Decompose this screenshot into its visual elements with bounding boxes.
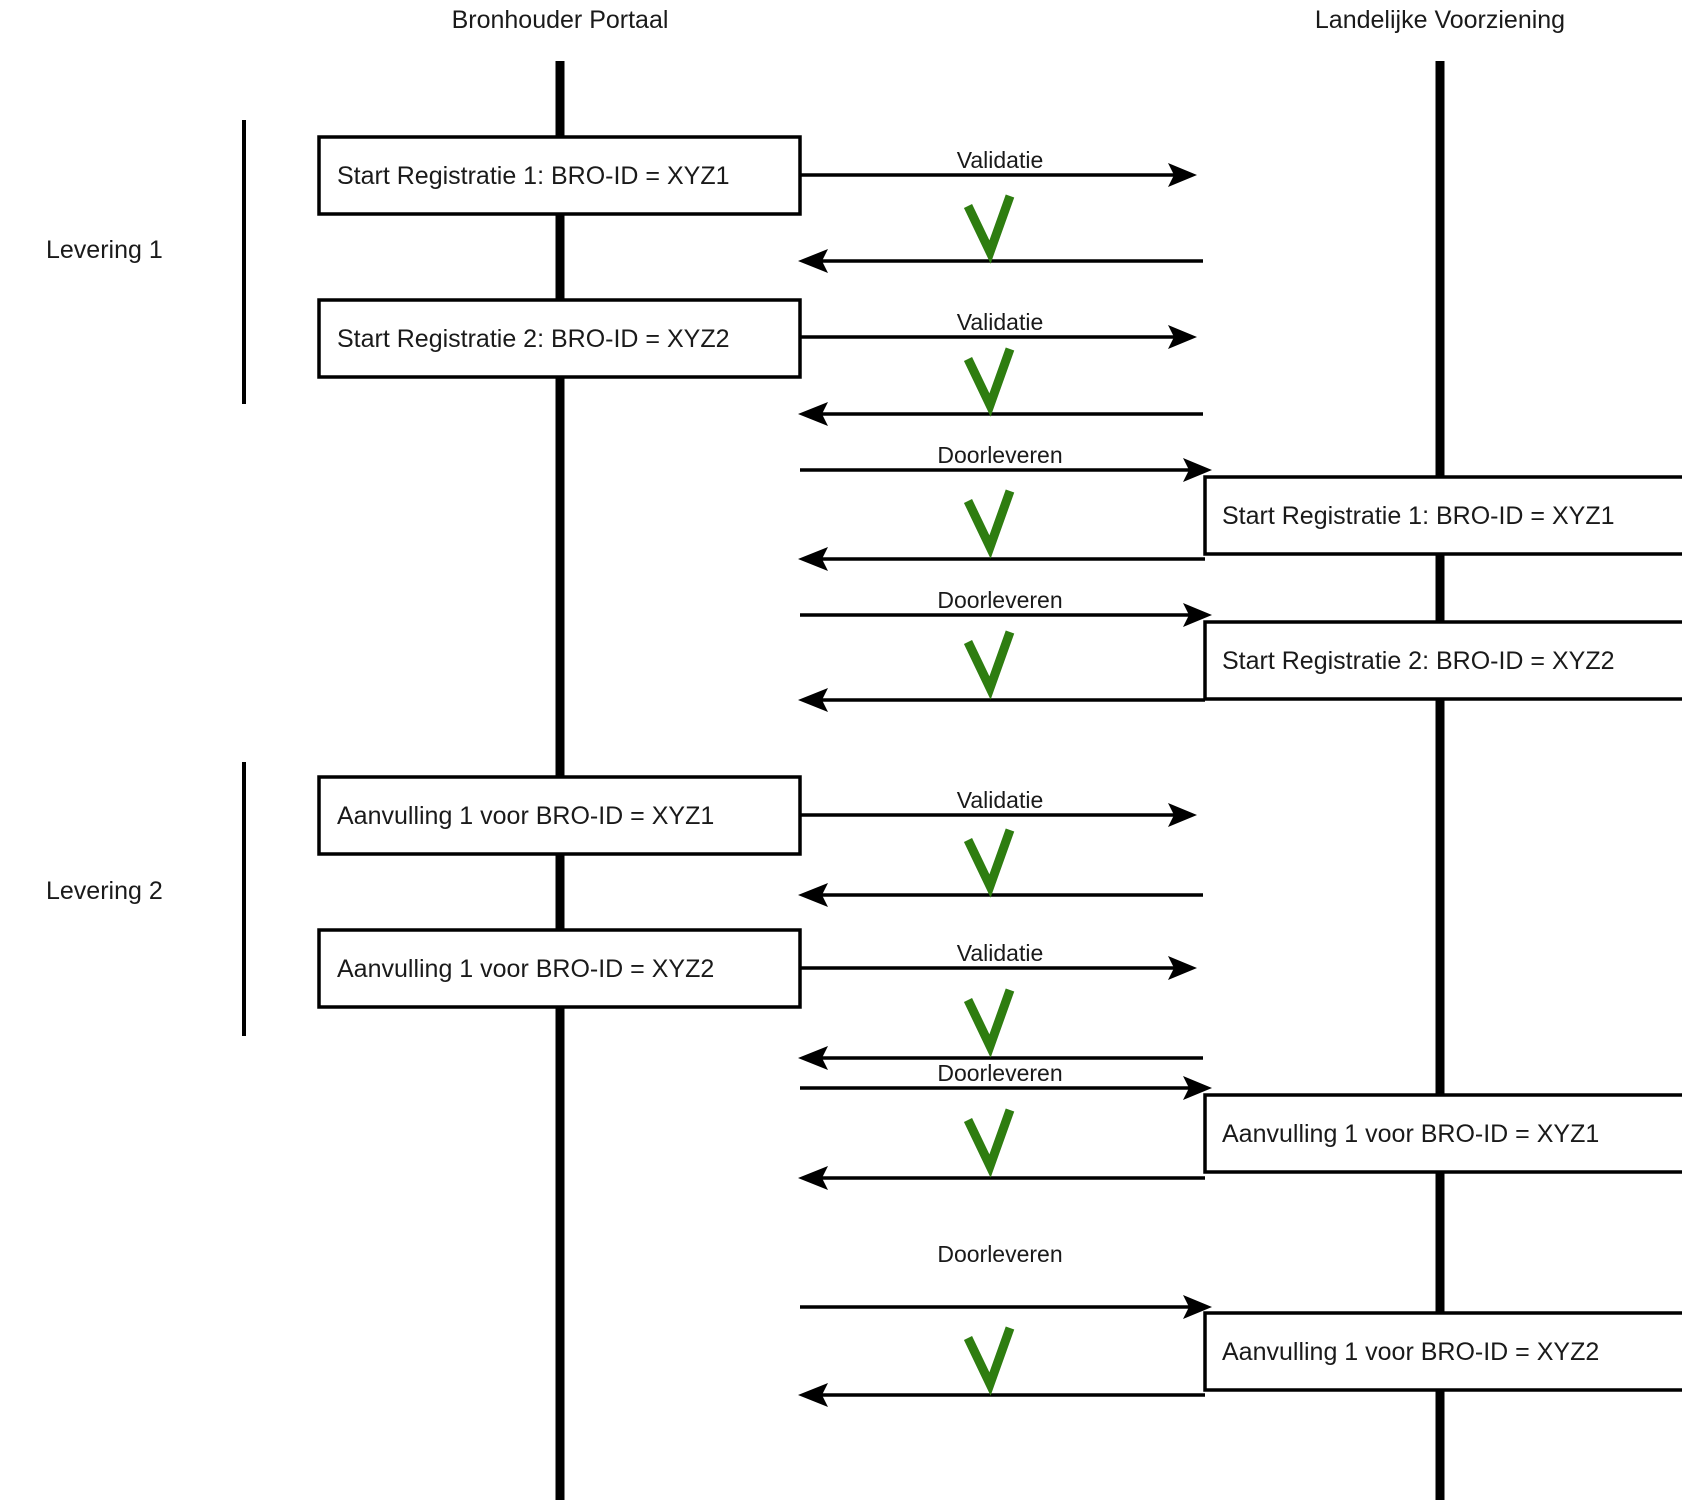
arrowhead-left-5 (798, 883, 828, 907)
arrowhead-left-3 (798, 547, 828, 571)
arrowhead-right-4 (1183, 603, 1212, 627)
arrowhead-left-6 (798, 1046, 828, 1070)
arrowhead-right-2 (1168, 325, 1197, 349)
arrowhead-left-2 (798, 402, 828, 426)
message-label-3: Doorleveren (937, 442, 1062, 468)
right-box-4[interactable] (1203, 1311, 1682, 1392)
arrowhead-right-3 (1183, 458, 1212, 482)
left-box-label-1: Start Registratie 1: BRO-ID = XYZ1 (337, 162, 730, 190)
left-box-1[interactable] (317, 135, 802, 216)
message-label-6: Validatie (957, 940, 1044, 966)
arrowhead-right-7 (1183, 1076, 1212, 1100)
arrowhead-left-7 (798, 1166, 828, 1190)
right-box-label-1: Start Registratie 1: BRO-ID = XYZ1 (1222, 502, 1615, 530)
group-label-levering-2: Levering 2 (46, 877, 163, 905)
green-check-mark-7 (963, 1108, 1015, 1178)
arrowhead-left-1 (798, 249, 828, 273)
green-check-mark-6 (963, 988, 1015, 1058)
right-box-label-3: Aanvulling 1 voor BRO-ID = XYZ1 (1222, 1120, 1599, 1148)
right-box-label-4: Aanvulling 1 voor BRO-ID = XYZ2 (1222, 1338, 1599, 1366)
arrowhead-right-1 (1168, 163, 1197, 187)
green-check-mark-3 (963, 489, 1015, 559)
right-box-1[interactable] (1203, 475, 1682, 556)
message-label-8: Doorleveren (937, 1241, 1062, 1267)
arrowhead-left-4 (798, 688, 828, 712)
left-box-2[interactable] (317, 298, 802, 379)
message-label-2: Validatie (957, 309, 1044, 335)
green-check-mark-8 (963, 1326, 1015, 1396)
left-box-label-3: Aanvulling 1 voor BRO-ID = XYZ1 (337, 802, 714, 830)
arrowhead-right-5 (1168, 803, 1197, 827)
green-check-mark-1 (963, 194, 1015, 264)
arrowhead-left-8 (798, 1383, 828, 1407)
header-title-left: Bronhouder Portaal (452, 6, 669, 34)
right-box-3[interactable] (1203, 1093, 1682, 1174)
green-check-mark-2 (963, 347, 1015, 417)
left-box-label-4: Aanvulling 1 voor BRO-ID = XYZ2 (337, 955, 714, 983)
right-box-label-2: Start Registratie 2: BRO-ID = XYZ2 (1222, 647, 1615, 675)
message-label-7: Doorleveren (937, 1060, 1062, 1086)
message-label-4: Doorleveren (937, 587, 1062, 613)
right-box-2[interactable] (1203, 620, 1682, 701)
message-label-5: Validatie (957, 787, 1044, 813)
green-check-mark-5 (963, 828, 1015, 898)
green-check-mark-4 (963, 630, 1015, 700)
left-box-label-2: Start Registratie 2: BRO-ID = XYZ2 (337, 325, 730, 353)
left-box-4[interactable] (317, 928, 802, 1009)
arrowhead-right-6 (1168, 956, 1197, 980)
group-label-levering-1: Levering 1 (46, 236, 163, 264)
header-title-right: Landelijke Voorziening (1315, 6, 1565, 34)
arrowhead-right-8 (1183, 1295, 1212, 1319)
message-label-1: Validatie (957, 147, 1044, 173)
left-box-3[interactable] (317, 775, 802, 856)
